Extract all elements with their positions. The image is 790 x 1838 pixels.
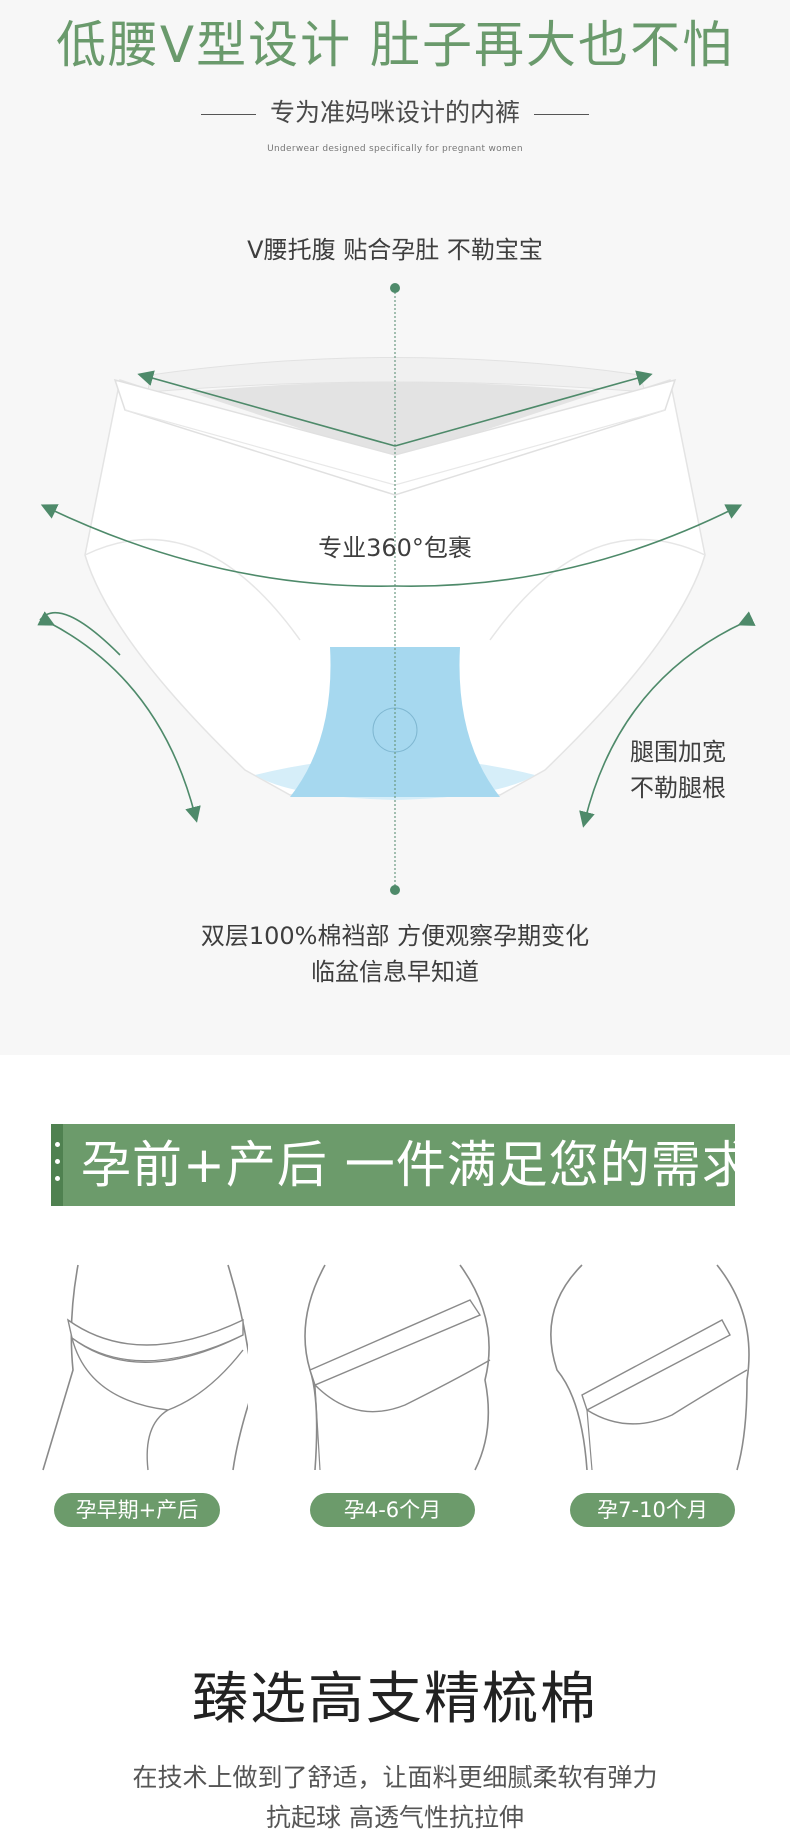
banner-accent-bar [51,1124,63,1206]
v-waist-label: V腰托腹 贴合孕肚 不勒宝宝 [247,236,543,264]
underwear-illustration [37,283,756,895]
gusset-label-line1: 双层100%棉裆部 方便观察孕期变化 [200,922,590,950]
early-pregnancy-figure-icon [42,1264,254,1471]
cotton-title: 臻选高支精梳棉 [192,1667,598,1732]
stage-illustration-early [28,1260,254,1480]
banner-dots-icon [53,1142,61,1193]
stage-illustration-late [542,1260,762,1480]
subtitle-row: 专为准妈咪设计的内裤 [0,96,790,130]
product-diagram-section: 低腰V型设计 肚子再大也不怕 专为准妈咪设计的内裤 Underwear desi… [0,16,790,990]
gusset-label-line2: 临盆信息早知道 [311,958,479,986]
english-subtitle: Underwear designed specifically for preg… [267,144,523,154]
wrap-label: 专业360°包裹 [318,534,472,562]
mid-pregnancy-figure-icon [304,1264,491,1471]
wrap-arrow-left [40,504,396,587]
leg-arrow-right [579,611,756,828]
wrap-arrow-right [394,504,743,587]
headline: 低腰V型设计 肚子再大也不怕 [55,16,735,74]
bottom-dot [390,885,400,895]
leg-arrow-left [37,611,201,823]
stage-badge-mid: 孕4-6个月 [310,1493,475,1527]
cotton-line2: 抗起球 高透气性抗拉伸 [266,1803,524,1832]
leg-arrow-left-a [39,611,121,656]
stage-badge-early: 孕早期+产后 [54,1493,220,1527]
cotton-description: 在技术上做到了舒适，让面料更细腻柔软有弹力 抗起球 高透气性抗拉伸 [0,1758,790,1838]
stage-badge-late: 孕7-10个月 [570,1493,735,1527]
banner-title: 孕前+产后 一件满足您的需求 [81,1136,753,1194]
cotton-line1: 在技术上做到了舒适，让面料更细腻柔软有弹力 [132,1763,658,1792]
leg-label: 腿围加宽 不勒腿根 [630,734,726,806]
top-dot [390,283,400,293]
gusset-label: 双层100%棉裆部 方便观察孕期变化 临盆信息早知道 [0,918,790,990]
divider-left [200,113,256,115]
divider-right [534,113,589,115]
subtitle: 专为准妈咪设计的内裤 [269,98,520,127]
stage-illustration-mid [285,1260,505,1480]
leg-label-line2: 不勒腿根 [630,774,726,802]
v-arrow-left [137,370,396,447]
late-pregnancy-figure-icon [550,1264,750,1471]
section-banner: 孕前+产后 一件满足您的需求 [51,1124,752,1206]
leg-label-line1: 腿围加宽 [630,738,726,766]
v-arrow-right [394,370,653,447]
